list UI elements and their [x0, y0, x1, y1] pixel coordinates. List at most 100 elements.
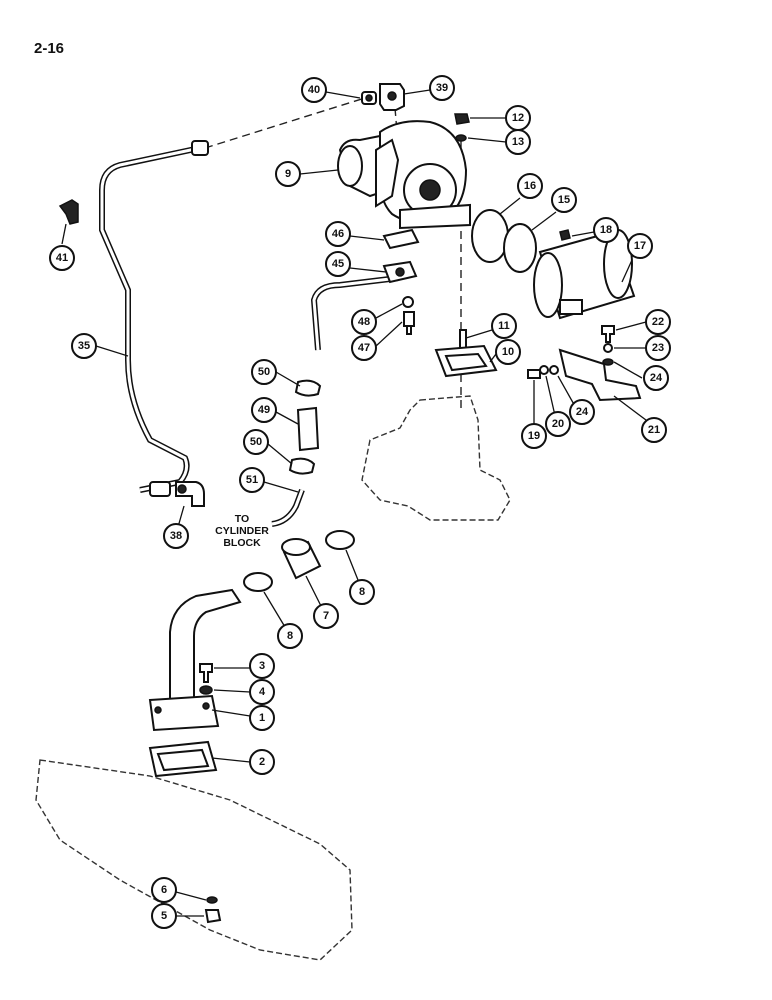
washer-13 [455, 134, 467, 142]
sleeve-7 [281, 538, 322, 580]
callout-13: 13 [505, 129, 531, 155]
callout-48-label: 48 [358, 316, 370, 328]
note-line-1: TO [235, 513, 249, 525]
assembly-line [204, 97, 366, 149]
gasket-2 [148, 740, 218, 778]
callout-22-label: 22 [652, 316, 664, 328]
washer-20 [539, 365, 549, 375]
nut-5 [204, 909, 222, 924]
callout-39-label: 39 [436, 82, 448, 94]
fitting-41 [58, 199, 79, 225]
callout-8b: 8 [277, 623, 303, 649]
callout-9-label: 9 [285, 168, 291, 180]
callout-1: 1 [249, 705, 275, 731]
callout-47-label: 47 [358, 342, 370, 354]
callout-20: 20 [545, 411, 571, 437]
callout-24a-label: 24 [650, 372, 663, 384]
callout-47: 47 [351, 335, 377, 361]
clamp-band-8-upper [325, 530, 355, 550]
callout-2: 2 [249, 749, 275, 775]
gasket-10 [434, 344, 498, 378]
callout-38: 38 [163, 523, 189, 549]
callout-9: 9 [275, 161, 301, 187]
elbow-fitting-38 [175, 481, 205, 507]
callout-10-label: 10 [502, 346, 514, 358]
callout-35-label: 35 [78, 340, 90, 352]
callout-19-label: 19 [528, 430, 540, 442]
callout-24b: 24 [569, 399, 595, 425]
callout-49-label: 49 [258, 404, 270, 416]
bracket-21 [558, 348, 642, 402]
note-line-2: CYLINDER [215, 525, 269, 537]
elbow-tube-51 [271, 488, 305, 527]
callout-8b-label: 8 [287, 630, 293, 642]
washer-23 [603, 343, 613, 353]
callout-35: 35 [71, 333, 97, 359]
clamp-ring-16 [471, 209, 509, 263]
muffler-17 [533, 229, 636, 320]
washer-4 [199, 685, 213, 695]
callout-23-label: 23 [652, 342, 664, 354]
callout-3-label: 3 [259, 660, 265, 672]
callout-15-label: 15 [558, 194, 570, 206]
washer-24b [549, 365, 559, 375]
callout-8a: 8 [349, 579, 375, 605]
exhaust-manifold-outline-upper [361, 395, 511, 521]
callout-51-label: 51 [246, 474, 258, 486]
callout-24b-label: 24 [576, 406, 589, 418]
callout-8a-label: 8 [359, 586, 365, 598]
page-number: 2-16 [34, 40, 65, 57]
leader-lines [61, 89, 655, 917]
callout-12-label: 12 [512, 112, 524, 124]
callout-40-label: 40 [308, 84, 320, 96]
note-line-3: BLOCK [223, 537, 261, 549]
hose-49 [296, 406, 320, 452]
clamp-band-8-lower [243, 572, 273, 592]
callout-19: 19 [521, 423, 547, 449]
bolt-47 [403, 311, 415, 335]
elbow-39 [379, 83, 405, 111]
callout-24a: 24 [643, 365, 669, 391]
washer-6 [206, 896, 218, 904]
callout-48: 48 [351, 309, 377, 335]
callout-45: 45 [325, 251, 351, 277]
callout-5: 5 [151, 903, 177, 929]
callout-15: 15 [551, 187, 577, 213]
callout-45-label: 45 [332, 258, 344, 270]
callout-2-label: 2 [259, 756, 265, 768]
callout-49: 49 [251, 397, 277, 423]
callout-21: 21 [641, 417, 667, 443]
callout-46: 46 [325, 221, 351, 247]
callout-10: 10 [495, 339, 521, 365]
callout-23: 23 [645, 335, 671, 361]
washer-48 [402, 296, 414, 308]
callout-17: 17 [627, 233, 653, 259]
callout-38-label: 38 [170, 530, 182, 542]
clip-18 [559, 229, 571, 241]
callout-6-label: 6 [161, 884, 167, 896]
gasket-46 [382, 228, 420, 250]
turbocharger [337, 120, 471, 230]
callout-13-label: 13 [512, 136, 524, 148]
callout-3: 3 [249, 653, 275, 679]
callout-6: 6 [151, 877, 177, 903]
callout-21-label: 21 [648, 424, 660, 436]
callout-4-label: 4 [259, 686, 266, 698]
callout-50b: 50 [243, 429, 269, 455]
callout-22: 22 [645, 309, 671, 335]
callout-16-label: 16 [524, 180, 536, 192]
callout-7: 7 [313, 603, 339, 629]
callout-39: 39 [429, 75, 455, 101]
callout-17-label: 17 [634, 240, 646, 252]
hose-clamp-50a [294, 379, 322, 397]
callout-46-label: 46 [332, 228, 344, 240]
callout-40: 40 [301, 77, 327, 103]
bolt-19 [527, 369, 541, 379]
washer-24a [602, 358, 614, 366]
exhaust-manifold-outline-lower [35, 759, 353, 961]
drain-tube-45 [310, 260, 418, 351]
bolt-22 [601, 325, 615, 343]
callout-12: 12 [505, 105, 531, 131]
callout-51: 51 [239, 467, 265, 493]
